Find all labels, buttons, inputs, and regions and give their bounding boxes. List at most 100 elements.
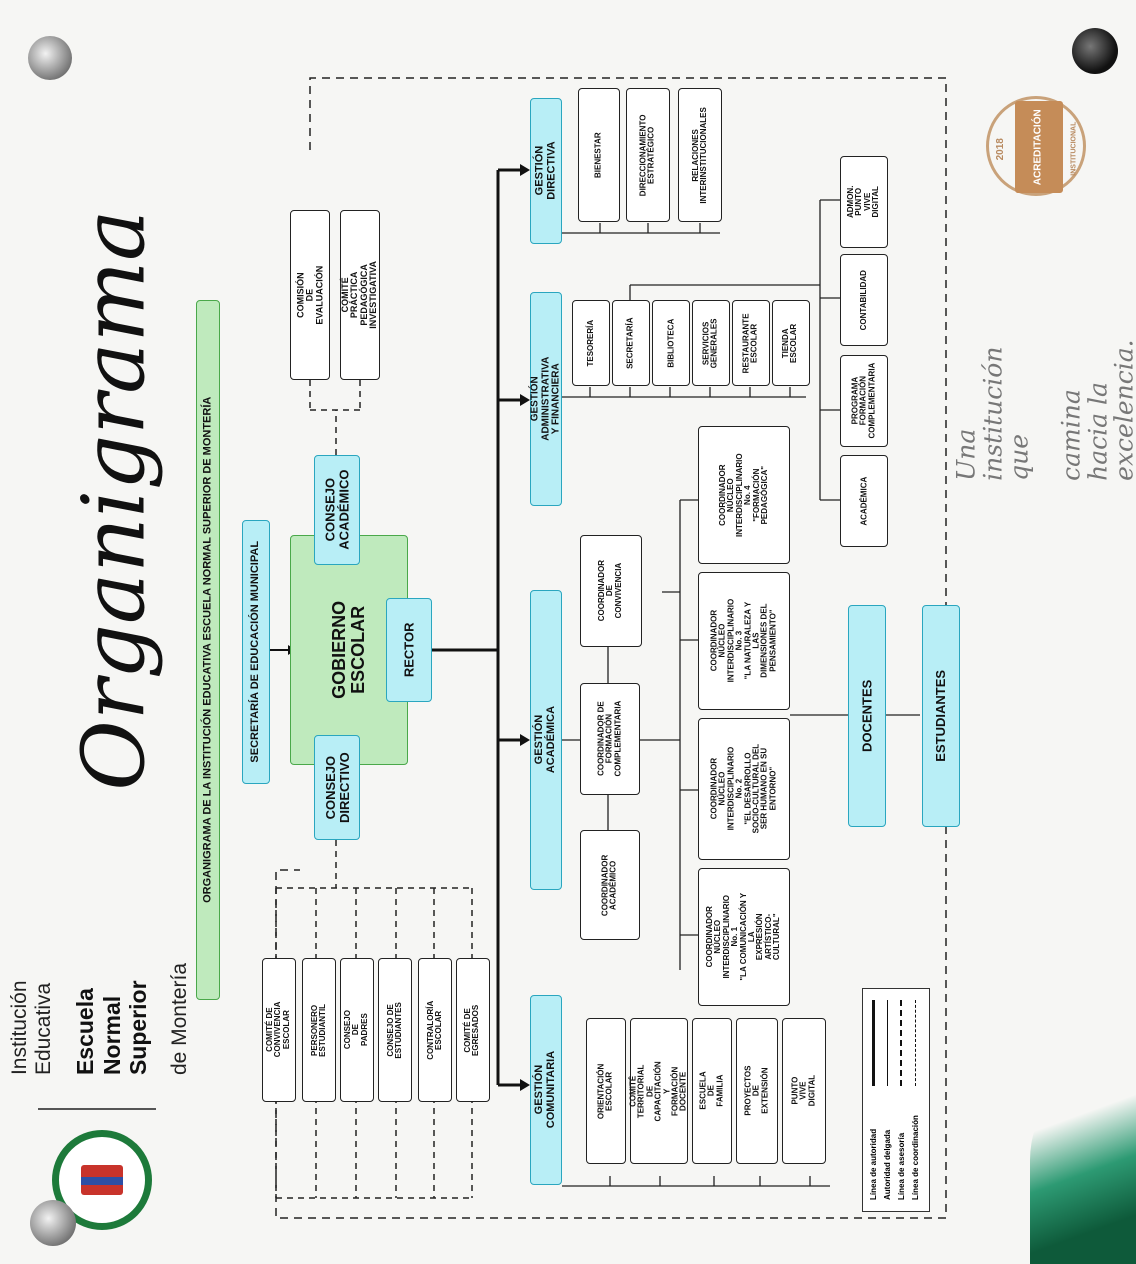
directiva-item-label: RELACIONES INTERINSTITUCIONALES [690, 106, 709, 204]
comision-evaluacion: COMISIÓN DE EVALUACIÓN [290, 210, 330, 380]
admin-item: RESTAURANTE ESCOLAR [732, 300, 770, 386]
logo-divider [38, 1108, 156, 1110]
comunitaria-item: COMITÉ TERRITORIAL DE CAPACITACIÓN Y FOR… [628, 1018, 688, 1164]
nucleo-label: COORDINADOR NÚCLEO INTERDISCIPLINARIO No… [709, 744, 778, 834]
pin-icon [28, 36, 72, 80]
gestion-comunitaria-label: GESTIÓN COMUNITARIA [533, 1051, 557, 1129]
secretaria-subitem: ADMON. PUNTO VIVE DIGITAL [840, 156, 888, 248]
admin-item-label: BIBLIOTECA [665, 318, 675, 368]
comunitaria-item-label: ORIENTACIÓN ESCOLAR [596, 1063, 614, 1119]
consejo-directivo-label: CONSEJO DIRECTIVO [322, 752, 352, 823]
school-line2: Escuela Normal Superior [72, 980, 152, 1076]
secretaria-subitem-label: ACADÉMICA [858, 476, 868, 526]
seal-year: 2018 [994, 137, 1006, 161]
comunitaria-item-label: PUNTO VIVE DIGITAL [790, 1075, 817, 1107]
secretaria-subitem-label: ADMON. PUNTO VIVE DIGITAL [846, 185, 881, 219]
nucleo-label: COORDINADOR NÚCLEO INTERDISCIPLINARIO No… [709, 599, 778, 683]
secretaria-subitem: CONTABILIDAD [840, 254, 888, 346]
directiva-item: DIRECCIONAMIENTO ESTRATÉGICO [626, 88, 670, 222]
rector-label: RECTOR [401, 622, 417, 678]
secretaria-educacion: SECRETARÍA DE EDUCACIÓN MUNICIPAL [242, 520, 270, 784]
slogan-line1: Una institución que [952, 346, 1034, 481]
comite-practica-label: COMITÉ PRÁCTICA PEDAGÓGICA INVESTIGATIVA [340, 261, 379, 329]
estudiantes-label: ESTUDIANTES [933, 670, 949, 762]
school-name: Institución Educativa Escuela Normal Sup… [8, 905, 191, 1085]
consejo-academico: CONSEJO ACADÉMICO [314, 455, 360, 565]
secretaria-subitem-label: PROGRAMA FORMACIÓN COMPLEMENTARIA [850, 363, 877, 439]
gobierno-label: GOBIERNO ESCOLAR [329, 600, 368, 700]
directiva-item-label: BIENESTAR [593, 132, 603, 178]
committee-item: CONSEJO DE PADRES [340, 958, 374, 1102]
gestion-academica-label: GESTIÓN ACADÉMICA [533, 706, 557, 774]
slogan: Una institución que camina hacia la exce… [952, 230, 1136, 590]
seal-text: ACREDITACIÓN [1032, 109, 1044, 185]
nucleo-label: COORDINADOR NÚCLEO INTERDISCIPLINARIO No… [705, 893, 782, 981]
docentes-label: DOCENTES [859, 679, 875, 753]
comunitaria-item: PUNTO VIVE DIGITAL [782, 1018, 826, 1164]
secretaria-subitem-label: CONTABILIDAD [858, 269, 868, 331]
secretaria-subitem: ACADÉMICA [840, 455, 888, 547]
legend: Línea de autoridad Autoridad delgada Lín… [862, 988, 930, 1212]
directiva-item: RELACIONES INTERINSTITUCIONALES [678, 88, 722, 222]
comunitaria-item: ESCUELA DE FAMILIA [692, 1018, 732, 1164]
rector: RECTOR [386, 598, 432, 702]
comunitaria-item: PROYECTOS DE EXTENSIÓN [736, 1018, 778, 1164]
admin-item-label: TIENDA ESCOLAR [781, 323, 799, 363]
committee-label: CONTRALORÍA ESCOLAR [425, 1000, 443, 1060]
committee-label: PERSONERO ESTUDIANTIL [309, 1003, 328, 1057]
nucleo-coordinator: COORDINADOR NÚCLEO INTERDISCIPLINARIO No… [698, 718, 790, 860]
committee-label: CONSEJO DE PADRES [343, 1010, 370, 1050]
pin-icon [1072, 28, 1118, 74]
committee-item: COMITÉ DE CONVIVENCIA ESCOLAR [262, 958, 296, 1102]
comunitaria-item-label: ESCUELA DE FAMILIA [698, 1071, 725, 1110]
secretaria-label: SECRETARÍA DE EDUCACIÓN MUNICIPAL [249, 541, 262, 763]
gestion-directiva: GESTIÓN DIRECTIVA [530, 98, 562, 244]
subtitle-bar: ORGANIGRAMA DE LA INSTITUCIÓN EDUCATIVA … [196, 300, 220, 1000]
gestion-administrativa: GESTIÓN ADMINISTRATIVA Y FINANCIERA [529, 292, 562, 506]
admin-item: TESORERÍA [572, 300, 610, 386]
page-title: Organigrama [64, 209, 165, 791]
school-line1: Institución Educativa [8, 980, 56, 1076]
admin-item: SERVICIOS GENERALES [692, 300, 730, 386]
gestion-comunitaria: GESTIÓN COMUNITARIA [530, 995, 562, 1185]
legend-label: Línea de coordinación [910, 1115, 920, 1200]
nucleo-coordinator: COORDINADOR NÚCLEO INTERDISCIPLINARIO No… [698, 868, 790, 1006]
committee-item: COMITÉ DE EGRESADOS [456, 958, 490, 1102]
nucleo-coordinator: COORDINADOR NÚCLEO INTERDISCIPLINARIO No… [698, 426, 790, 564]
comite-practica: COMITÉ PRÁCTICA PEDAGÓGICA INVESTIGATIVA [340, 210, 380, 380]
subtitle: ORGANIGRAMA DE LA INSTITUCIÓN EDUCATIVA … [201, 396, 214, 904]
academica-coordinator-label: COORDINADOR DE CONVIVENCIA [597, 560, 624, 622]
comision-label: COMISIÓN DE EVALUACIÓN [294, 265, 324, 325]
legend-row: Línea de asesoría [894, 1000, 908, 1200]
committee-label: COMITÉ DE EGRESADOS [463, 1004, 481, 1056]
comunitaria-item-label: COMITÉ TERRITORIAL DE CAPACITACIÓN Y FOR… [628, 1060, 688, 1122]
legend-label: Línea de autoridad [868, 1128, 878, 1200]
committee-label: CONSEJO DE ESTUDIANTES [385, 1001, 404, 1059]
gestion-academica: GESTIÓN ACADÉMICA [530, 590, 562, 890]
admin-item: TIENDA ESCOLAR [772, 300, 810, 386]
docentes: DOCENTES [848, 605, 886, 827]
school-logo [52, 1130, 152, 1230]
admin-item: SECRETARÍA [612, 300, 650, 386]
nucleo-label: COORDINADOR NÚCLEO INTERDISCIPLINARIO No… [717, 453, 769, 537]
admin-item-label: RESTAURANTE ESCOLAR [741, 313, 760, 373]
legend-row: Línea de autoridad [866, 1000, 880, 1200]
admin-item-label: TESORERÍA [585, 319, 595, 367]
legend-row: Autoridad delgada [880, 1000, 894, 1200]
directiva-item-label: DIRECCIONAMIENTO ESTRATÉGICO [638, 114, 657, 196]
comunitaria-item: ORIENTACIÓN ESCOLAR [586, 1018, 626, 1164]
nucleo-coordinator: COORDINADOR NÚCLEO INTERDISCIPLINARIO No… [698, 572, 790, 710]
academica-coordinator: COORDINADOR ACADÉMICO [580, 830, 640, 940]
estudiantes: ESTUDIANTES [922, 605, 960, 827]
gestion-directiva-label: GESTIÓN DIRECTIVA [533, 141, 557, 201]
secretaria-subitem: PROGRAMA FORMACIÓN COMPLEMENTARIA [840, 355, 888, 447]
academica-coordinator: COORDINADOR DE CONVIVENCIA [580, 535, 642, 647]
slogan-line2: camina hacia la excelencia. [1057, 339, 1136, 481]
gestion-administrativa-label: GESTIÓN ADMINISTRATIVA Y FINANCIERA [529, 356, 562, 442]
academica-coordinator-label: COORDINADOR DE FORMACIÓN COMPLEMENTARIA [596, 701, 623, 777]
directiva-item: BIENESTAR [578, 88, 620, 222]
admin-item-label: SERVICIOS GENERALES [701, 318, 720, 368]
admin-item-label: SECRETARÍA [625, 317, 635, 369]
committee-item: CONTRALORÍA ESCOLAR [418, 958, 452, 1102]
committee-item: PERSONERO ESTUDIANTIL [302, 958, 336, 1102]
